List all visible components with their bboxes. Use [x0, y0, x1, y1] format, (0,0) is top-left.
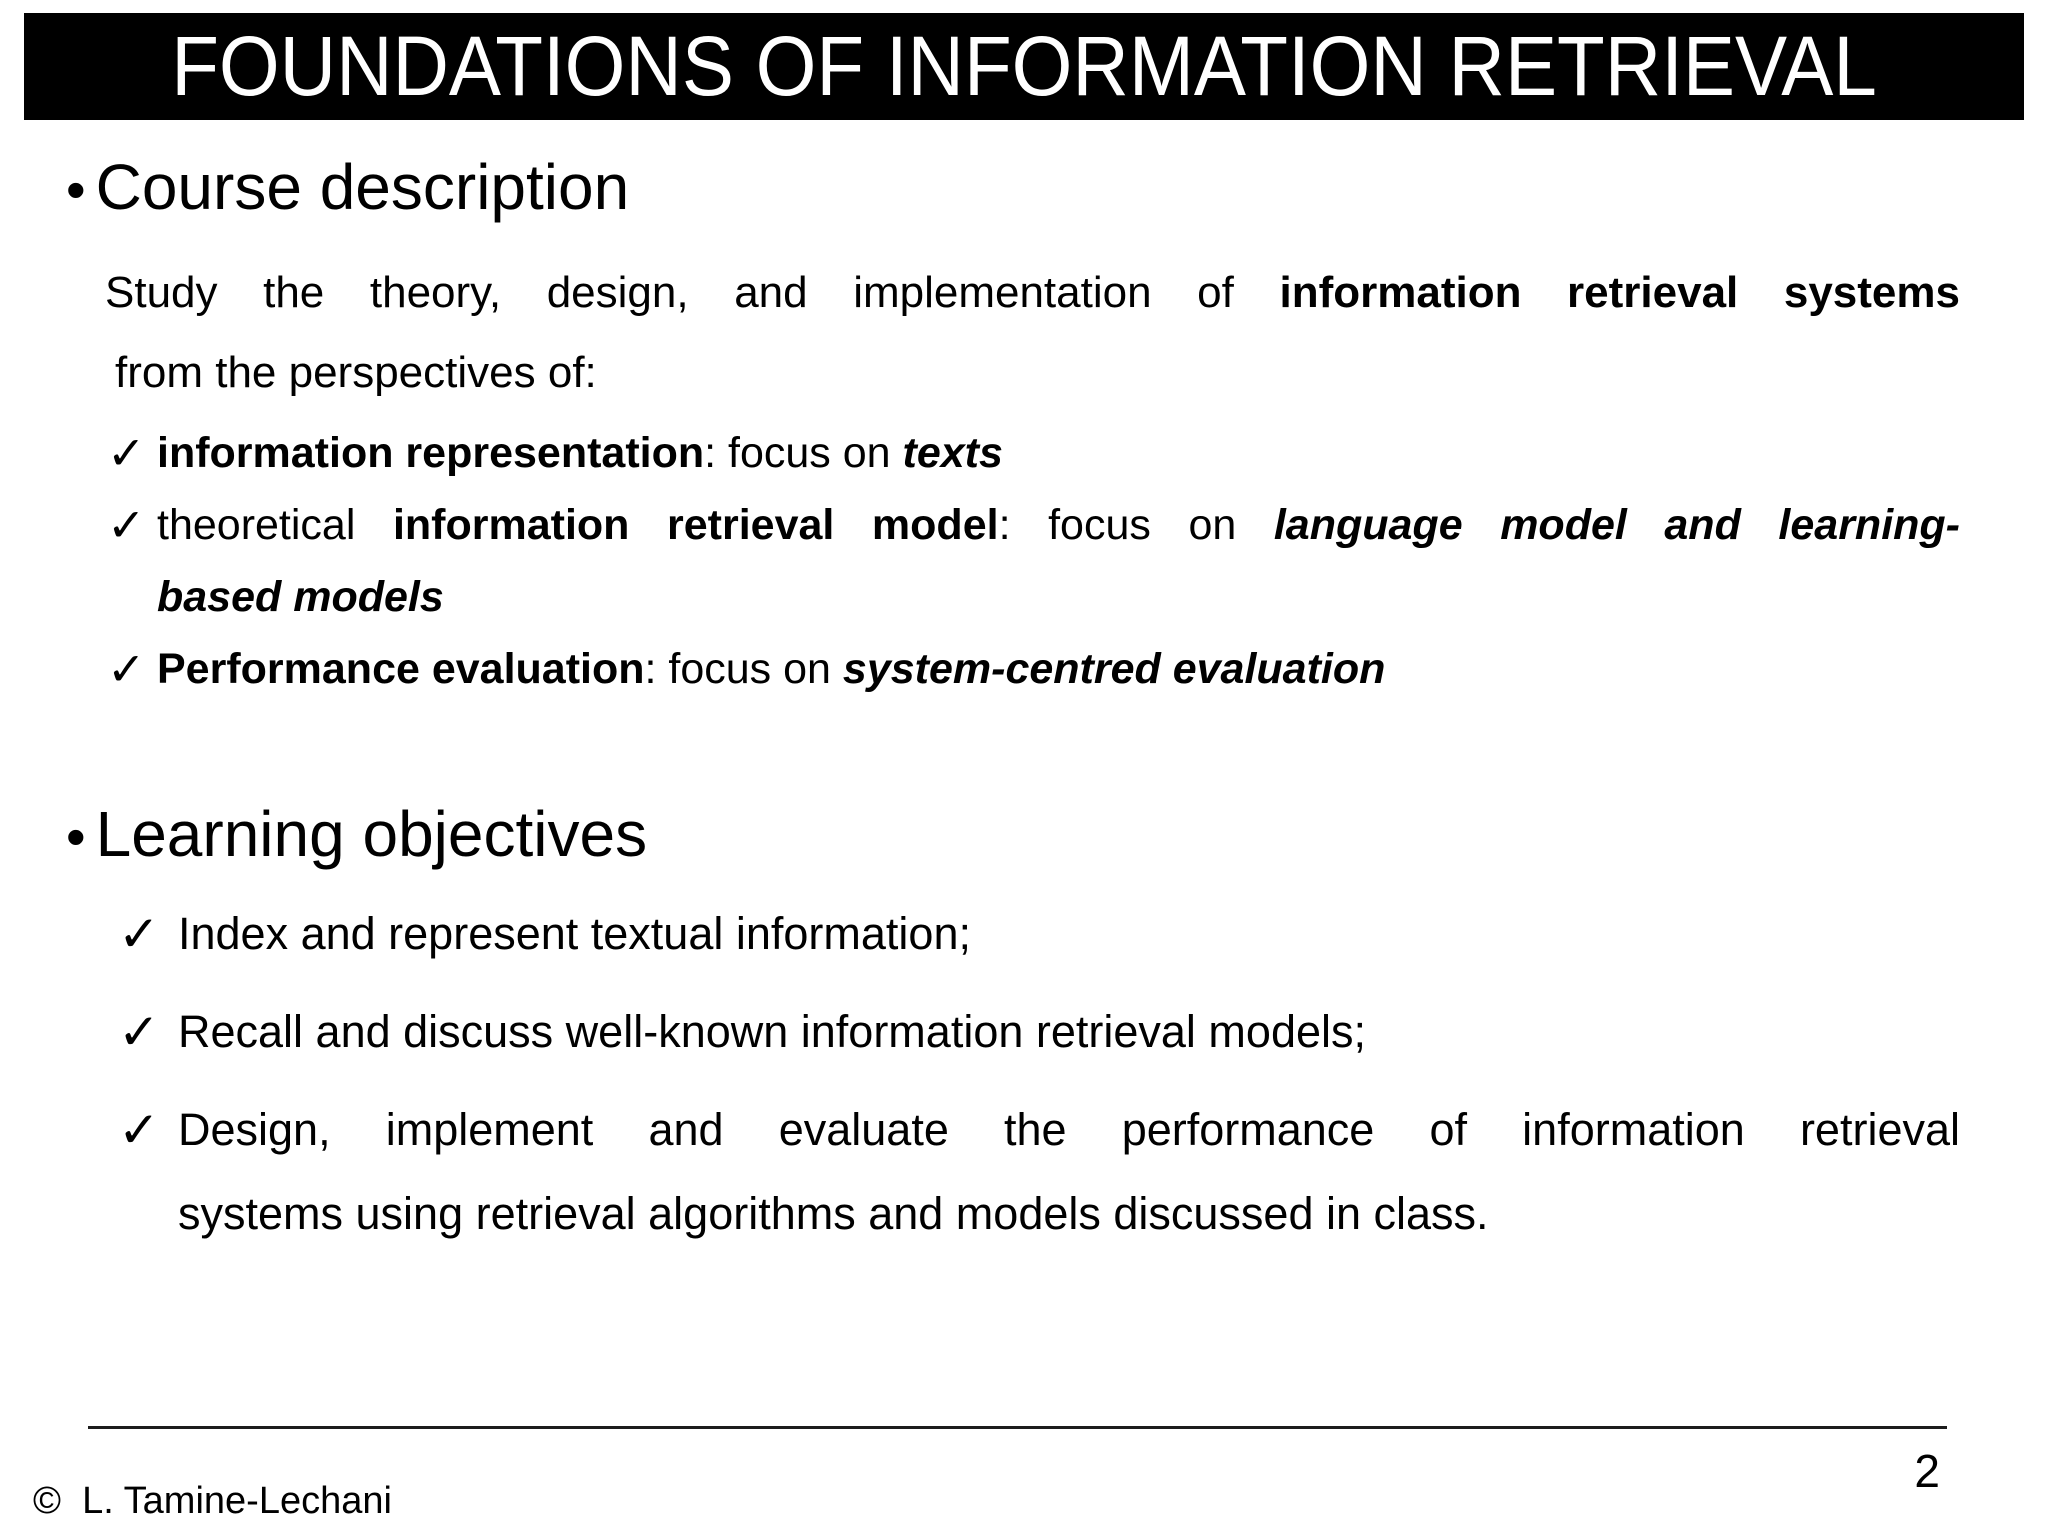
- objectives-checklist: ✓ Index and represent textual informatio…: [0, 892, 1960, 1256]
- item-text: Design, implement and evaluate the perfo…: [178, 1088, 1960, 1256]
- item-line-2: based models: [157, 561, 1960, 633]
- item-text: information representation: focus on tex…: [157, 417, 1960, 489]
- intro-text-bold: information retrieval systems: [1279, 268, 1960, 317]
- course-checklist: ✓ information representation: focus on t…: [0, 417, 1960, 705]
- slide-title: FOUNDATIONS OF INFORMATION RETRIEVAL: [171, 19, 1877, 113]
- copyright-note: © L. Tamine-Lechani: [33, 1480, 392, 1522]
- footer-divider-line: [88, 1426, 1947, 1429]
- course-checklist-item-representation: ✓ information representation: focus on t…: [107, 417, 1960, 489]
- item-text: Index and represent textual information;: [178, 908, 971, 959]
- course-checklist-item-evaluation: ✓ Performance evaluation: focus on syste…: [107, 633, 1960, 705]
- item-line-1: Design, implement and evaluate the perfo…: [178, 1104, 1960, 1155]
- objective-item-recall: ✓ Recall and discuss well-known informat…: [118, 990, 1960, 1074]
- objective-item-index: ✓ Index and represent textual informatio…: [118, 892, 1960, 976]
- course-intro-paragraph: Study the theory, design, and implementa…: [105, 253, 1960, 413]
- item-text-bold: information representation: [157, 429, 705, 477]
- item-text-bold-italic: texts: [902, 429, 1003, 477]
- item-text-normal: theoretical: [157, 501, 393, 549]
- section-heading-course-description: Course description: [95, 151, 630, 223]
- intro-text-normal: Study the theory, design, and implementa…: [105, 268, 1280, 317]
- title-bar: FOUNDATIONS OF INFORMATION RETRIEVAL: [24, 13, 2024, 120]
- checkmark-icon: ✓: [107, 643, 146, 695]
- item-text-bold: information retrieval model: [392, 501, 999, 549]
- checkmark-icon: ✓: [118, 1004, 160, 1060]
- objective-item-design: ✓ Design, implement and evaluate the per…: [118, 1088, 1960, 1256]
- page-number: 2: [1914, 1445, 1940, 1497]
- item-text-bold: Performance evaluation: [157, 645, 645, 693]
- section-heading-learning-objectives: Learning objectives: [95, 798, 648, 870]
- checkmark-icon: ✓: [107, 499, 146, 551]
- item-text-normal: : focus on: [644, 645, 843, 693]
- slide-content: • Course description Study the theory, d…: [0, 120, 2048, 1256]
- item-text-bold-italic: language model and learning-: [1273, 501, 1960, 549]
- item-line-2: systems using retrieval algorithms and m…: [178, 1188, 1489, 1239]
- checkmark-icon: ✓: [107, 427, 146, 479]
- course-checklist-item-model: ✓ theoretical information retrieval mode…: [107, 489, 1960, 633]
- item-line-1: theoretical information retrieval model:…: [157, 489, 1960, 561]
- item-text-normal: : focus on: [998, 501, 1274, 549]
- item-text: Performance evaluation: focus on system-…: [157, 633, 1960, 705]
- bullet-icon: •: [66, 158, 86, 221]
- course-intro-line-2: from the perspectives of:: [115, 348, 597, 397]
- learning-objectives-section: • Learning objectives ✓ Index and repres…: [0, 797, 2048, 1256]
- course-description-section: • Course description Study the theory, d…: [0, 150, 2048, 705]
- item-text-normal: : focus on: [704, 429, 903, 477]
- item-text-bold-italic: system-centred evaluation: [842, 645, 1386, 693]
- item-text: theoretical information retrieval model:…: [157, 489, 1960, 633]
- course-intro-line-1: Study the theory, design, and implementa…: [105, 253, 1960, 333]
- checkmark-icon: ✓: [118, 906, 160, 962]
- item-text: Recall and discuss well-known informatio…: [178, 1006, 1366, 1057]
- course-description-heading-row: • Course description: [66, 150, 1960, 227]
- item-text-bold-italic: based models: [157, 573, 444, 621]
- checkmark-icon: ✓: [118, 1102, 160, 1158]
- bullet-icon: •: [66, 805, 86, 868]
- learning-objectives-heading-row: • Learning objectives: [66, 797, 1960, 874]
